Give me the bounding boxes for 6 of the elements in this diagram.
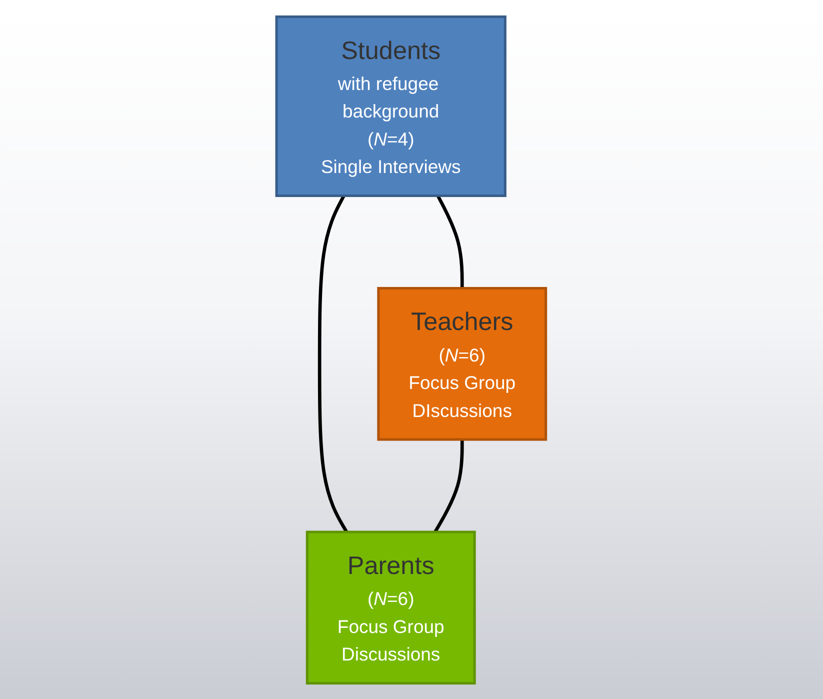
node-box: Teachers (N=6) Focus Group DIscussions [377,286,548,440]
connector [434,439,464,532]
connector [436,194,464,288]
node-box: Students with refugee background (N=4) Single Interviews [276,14,507,197]
node-box: Parents (N=6) Focus Group Discussions [306,530,476,684]
connector [318,194,348,532]
